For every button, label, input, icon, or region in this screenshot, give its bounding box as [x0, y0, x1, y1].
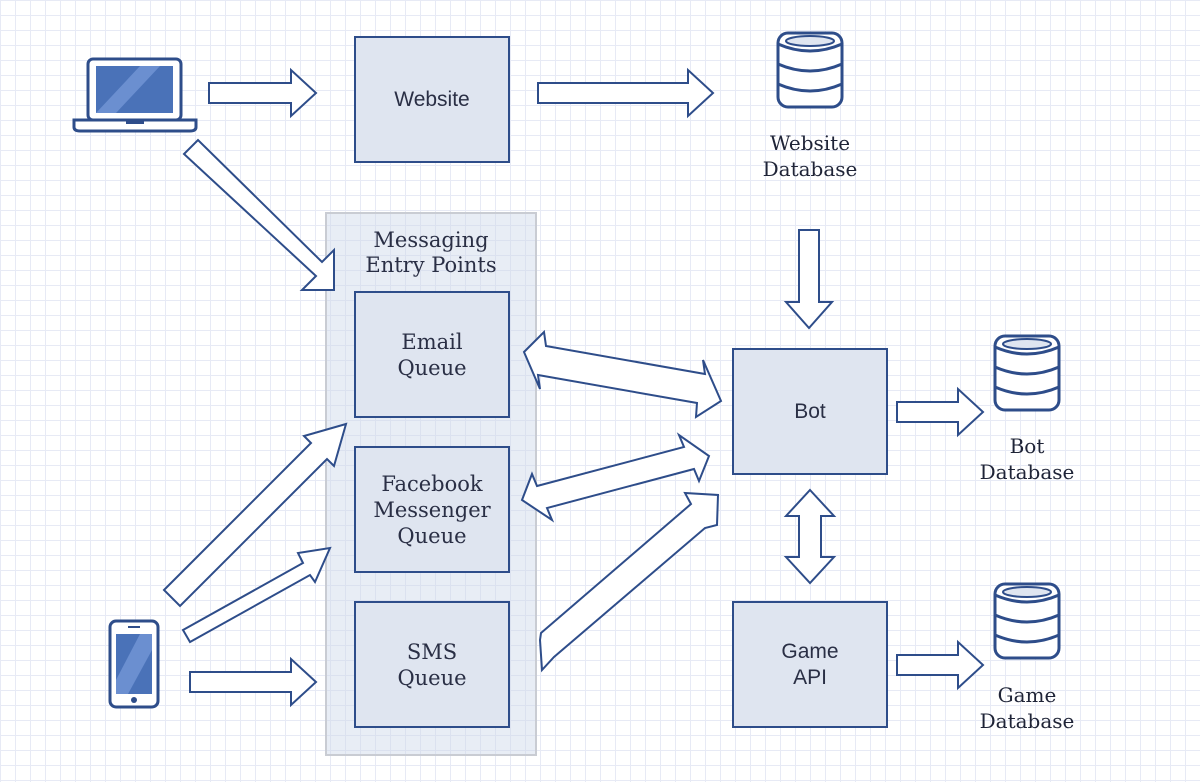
bot-label: Bot — [794, 399, 826, 423]
messaging-entry-points-label: Messaging Entry Points — [365, 228, 497, 277]
smartphone-icon — [108, 619, 160, 709]
arrow-phone-to-facebook-queue — [181, 546, 332, 644]
game-api-label: Game API — [781, 639, 839, 689]
arrow-email-queue-bot — [522, 329, 723, 419]
arrow-bot-to-database — [896, 386, 985, 438]
email-queue-box[interactable]: Email Queue — [354, 291, 510, 418]
arrow-website-db-to-bot — [783, 229, 835, 330]
email-queue-label: Email Queue — [397, 329, 467, 380]
arrow-sms-queue-bot — [538, 491, 720, 673]
sms-queue-label: SMS Queue — [397, 639, 467, 690]
website-label: Website — [394, 87, 470, 111]
website-box[interactable]: Website — [354, 36, 510, 163]
game-api-box[interactable]: Game API — [732, 601, 888, 728]
bot-box[interactable]: Bot — [732, 348, 888, 475]
database-icon — [776, 31, 844, 109]
game-database-label: Game Database — [979, 683, 1075, 733]
arrow-laptop-to-website — [208, 67, 318, 119]
website-database-label: Website Database — [762, 131, 858, 181]
arrow-phone-to-sms-queue — [189, 656, 318, 708]
bot-database-label: Bot Database — [979, 434, 1075, 484]
arrow-phone-to-email-queue — [162, 422, 348, 608]
laptop-icon — [72, 57, 198, 133]
database-icon — [993, 334, 1061, 412]
arrow-laptop-to-email-queue — [182, 138, 335, 291]
sms-queue-box[interactable]: SMS Queue — [354, 601, 510, 728]
arrow-game-api-to-database — [896, 639, 985, 691]
facebook-messenger-queue-label: Facebook Messenger Queue — [373, 471, 491, 548]
arrow-bot-game-api — [783, 488, 837, 585]
database-icon — [993, 582, 1061, 660]
arrow-website-to-database — [537, 67, 715, 119]
arrow-facebook-queue-bot — [520, 432, 711, 523]
facebook-messenger-queue-box[interactable]: Facebook Messenger Queue — [354, 446, 510, 573]
